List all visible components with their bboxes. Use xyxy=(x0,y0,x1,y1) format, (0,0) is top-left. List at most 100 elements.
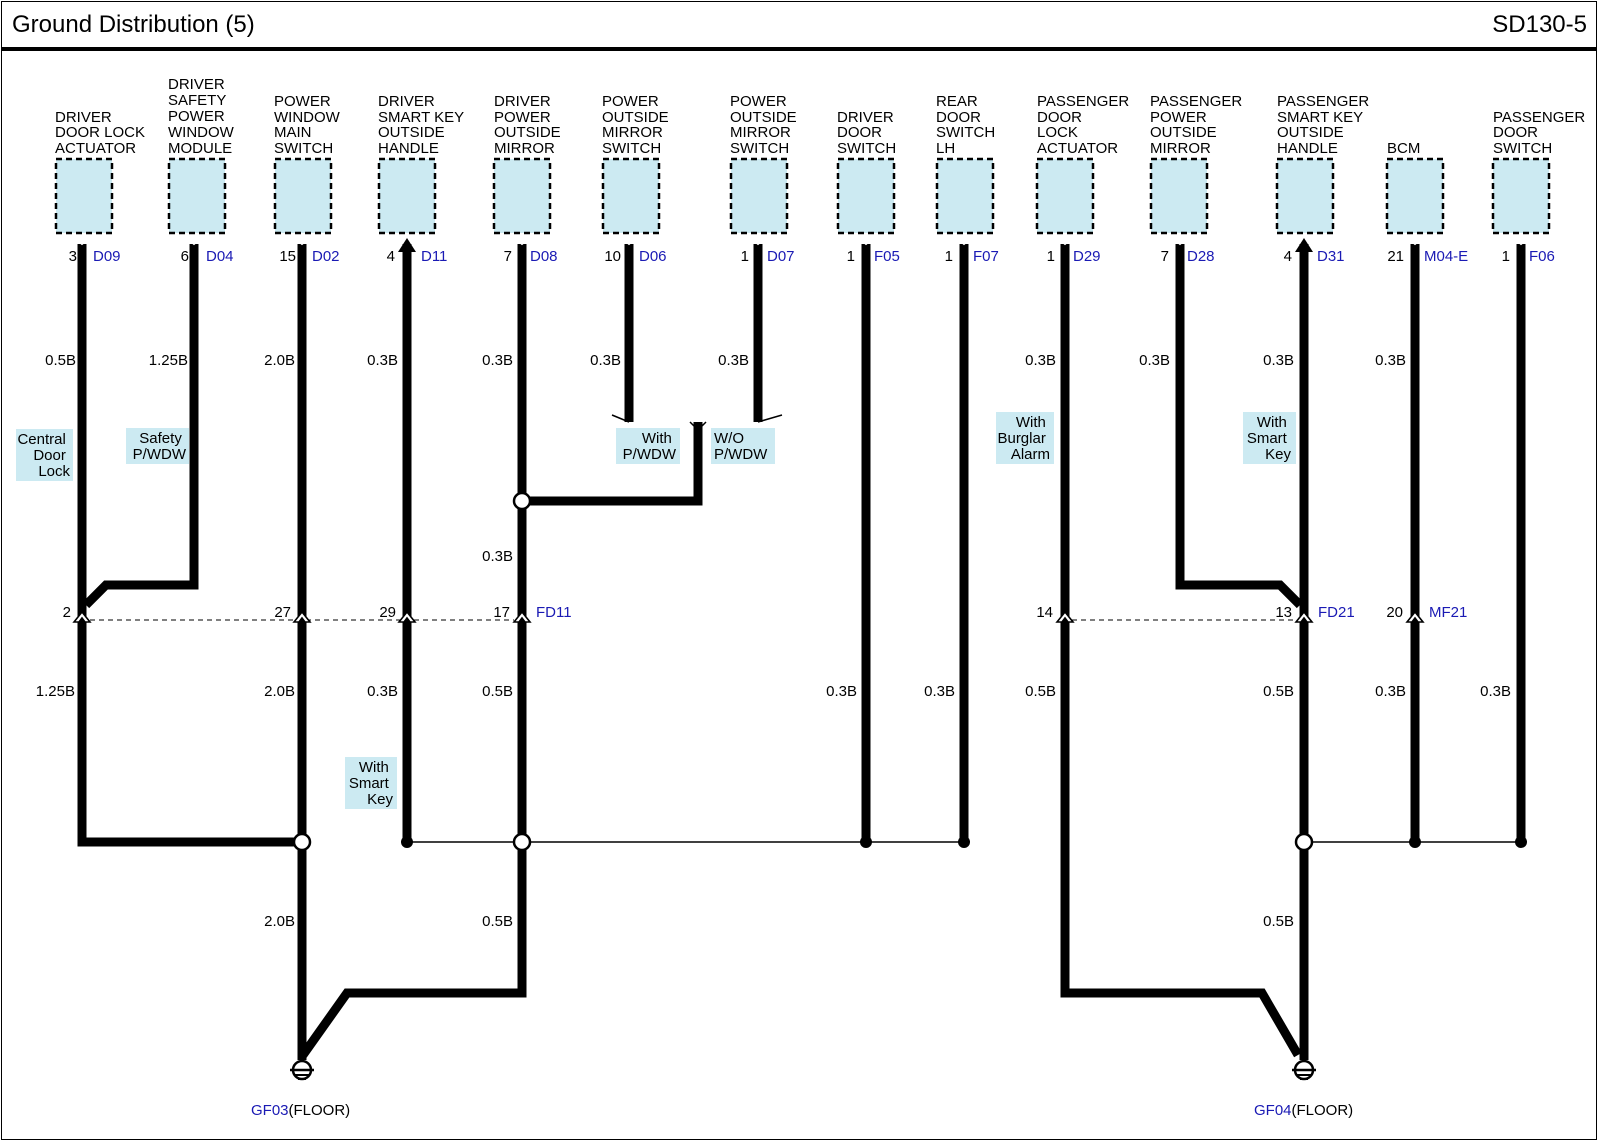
component-label-rear-door-switch-lh: REAR DOOR SWITCH LH xyxy=(936,93,999,157)
ground-symbol-gf03 xyxy=(290,1059,314,1081)
chevron-icon xyxy=(1514,238,1528,246)
component-label-passenger-door-lock-actuator: PASSENGER DOOR LOCK ACTUATOR xyxy=(1037,93,1133,157)
component-box-bcm xyxy=(1385,157,1445,235)
connector-code: D06 xyxy=(639,248,667,265)
component-label-passenger-smart-key-outside-handle: PASSENGER SMART KEY OUTSIDE HANDLE xyxy=(1277,93,1373,157)
chevron-icon xyxy=(622,238,636,246)
chevron-icon xyxy=(1408,238,1422,246)
junction-labels: 2 27 29 17 FD11 14 13 FD21 20 MF21 xyxy=(63,604,1468,621)
connector-code: F05 xyxy=(874,248,900,265)
pin-number: 1 xyxy=(945,248,953,265)
option-boxes xyxy=(16,412,1296,809)
component-box-driver-safety-power-window-module xyxy=(167,157,227,235)
pin-number: 3 xyxy=(69,248,77,265)
chevron-icon xyxy=(187,238,201,246)
component-label-driver-safety-power-window-module: DRIVER SAFETY POWER WINDOW MODULE xyxy=(168,76,238,157)
component-box-passenger-door-lock-actuator xyxy=(1035,157,1095,235)
wire-driver-door-lock xyxy=(77,244,302,847)
component-box-rear-door-switch-lh xyxy=(935,157,995,235)
option-text-with-burglar-alarm: With Burglar Alarm xyxy=(997,414,1050,463)
arrow-up-icon xyxy=(398,238,416,252)
option-box-with-pwdw xyxy=(616,428,680,464)
component-label-power-outside-mirror-switch-1: POWER OUTSIDE MIRROR SWITCH xyxy=(602,93,673,157)
splice-point xyxy=(292,832,312,852)
connector-code: D04 xyxy=(206,248,234,265)
component-labels: DRIVER DOOR LOCK ACTUATOR DRIVER SAFETY … xyxy=(55,76,1585,157)
junction-pin: 20 xyxy=(1386,604,1403,621)
wire-size-label: 0.5B xyxy=(1263,913,1294,930)
wire-size-label: 2.0B xyxy=(264,913,295,930)
pin-number: 4 xyxy=(1284,248,1292,265)
top-pin-labels: 3 D09 6 D04 15 D02 4 D11 7 D08 10 D06 1 … xyxy=(69,248,1555,265)
wire-safety-module xyxy=(82,244,199,609)
junction-chevron-icon xyxy=(1055,610,1075,623)
component-label-passenger-power-outside-mirror: PASSENGER POWER OUTSIDE MIRROR xyxy=(1150,93,1246,157)
pin-number: 21 xyxy=(1387,248,1404,265)
junction-connector: FD21 xyxy=(1318,604,1355,621)
wire-size-label: 2.0B xyxy=(264,683,295,700)
junction-pin: 2 xyxy=(63,604,71,621)
wire-size-label: 0.5B xyxy=(1263,683,1294,700)
component-box-passenger-door-switch xyxy=(1491,157,1551,235)
wire-size-label: 0.3B xyxy=(1139,352,1170,369)
wire-size-label: 0.3B xyxy=(1375,352,1406,369)
wire-size-labels: 0.5B 1.25B 2.0B 0.3B 0.3B 0.3B 0.3B 0.3B… xyxy=(36,352,1511,930)
component-label-driver-smart-key-outside-handle: DRIVER SMART KEY OUTSIDE HANDLE xyxy=(378,93,468,157)
chevron-icon xyxy=(1058,238,1072,246)
component-boxes xyxy=(54,157,1551,235)
component-label-power-window-main-switch: POWER WINDOW MAIN SWITCH xyxy=(274,93,344,157)
option-text-with-smart-key-right: With Smart Key xyxy=(1247,414,1292,463)
junction-pin: 17 xyxy=(493,604,510,621)
component-box-power-window-main-switch xyxy=(273,157,333,235)
junction-chevron-icon xyxy=(397,610,417,623)
wire-size-label: 0.3B xyxy=(1375,683,1406,700)
pin-number: 7 xyxy=(504,248,512,265)
pin-number: 15 xyxy=(279,248,296,265)
wire-size-label: 0.3B xyxy=(826,683,857,700)
option-box-safety-pwdw xyxy=(126,428,189,464)
connector-code: D08 xyxy=(530,248,558,265)
junction-chevron-icon xyxy=(512,610,532,623)
junction-pin: 14 xyxy=(1036,604,1053,621)
pin-number: 4 xyxy=(387,248,395,265)
splice-point xyxy=(1409,836,1421,848)
chevron-icon xyxy=(295,238,309,246)
connector-code: D09 xyxy=(93,248,121,265)
wire-mirror-join xyxy=(522,422,703,506)
component-label-bcm: BCM xyxy=(1387,140,1420,157)
ground-code-gf03: GF03(FLOOR) xyxy=(251,1102,350,1119)
component-box-power-outside-mirror-switch-2 xyxy=(729,157,789,235)
connector-code: F07 xyxy=(973,248,999,265)
up-arrows xyxy=(398,238,1313,252)
option-box-with-smart-key-right xyxy=(1243,412,1296,464)
junction-connector: FD11 xyxy=(536,604,572,621)
ground-code-gf04: GF04(FLOOR) xyxy=(1254,1102,1353,1119)
option-bracket-right xyxy=(757,414,783,423)
option-text-central-door-lock: Central Door Lock xyxy=(17,431,70,480)
option-text-safety-pwdw: Safety P/WDW xyxy=(133,430,187,463)
option-bracket-left xyxy=(611,414,630,423)
component-label-driver-door-lock-actuator: DRIVER DOOR LOCK ACTUATOR xyxy=(55,109,149,157)
component-box-passenger-smart-key-outside-handle xyxy=(1275,157,1335,235)
splice-point xyxy=(860,836,872,848)
splice-point xyxy=(512,491,532,511)
connector-code: D07 xyxy=(767,248,795,265)
chevron-icon xyxy=(957,238,971,246)
splice-point xyxy=(1515,836,1527,848)
junction-pin: 29 xyxy=(379,604,396,621)
junction-chevron-icon xyxy=(1294,610,1314,623)
wire-size-label: 0.3B xyxy=(367,352,398,369)
wires xyxy=(77,244,1526,1060)
wire-passenger-mirror xyxy=(1175,244,1304,609)
wire-size-label: 0.5B xyxy=(1025,683,1056,700)
wire-size-label: 2.0B xyxy=(264,352,295,369)
option-text-with-smart-key-mid: With Smart Key xyxy=(349,759,394,808)
wire-size-label: 1.25B xyxy=(36,683,75,700)
chevron-icon xyxy=(75,238,89,246)
connector-code: D29 xyxy=(1073,248,1101,265)
pin-number: 1 xyxy=(1047,248,1055,265)
wire-size-label: 0.5B xyxy=(482,683,513,700)
wire-size-label: 0.3B xyxy=(1480,683,1511,700)
